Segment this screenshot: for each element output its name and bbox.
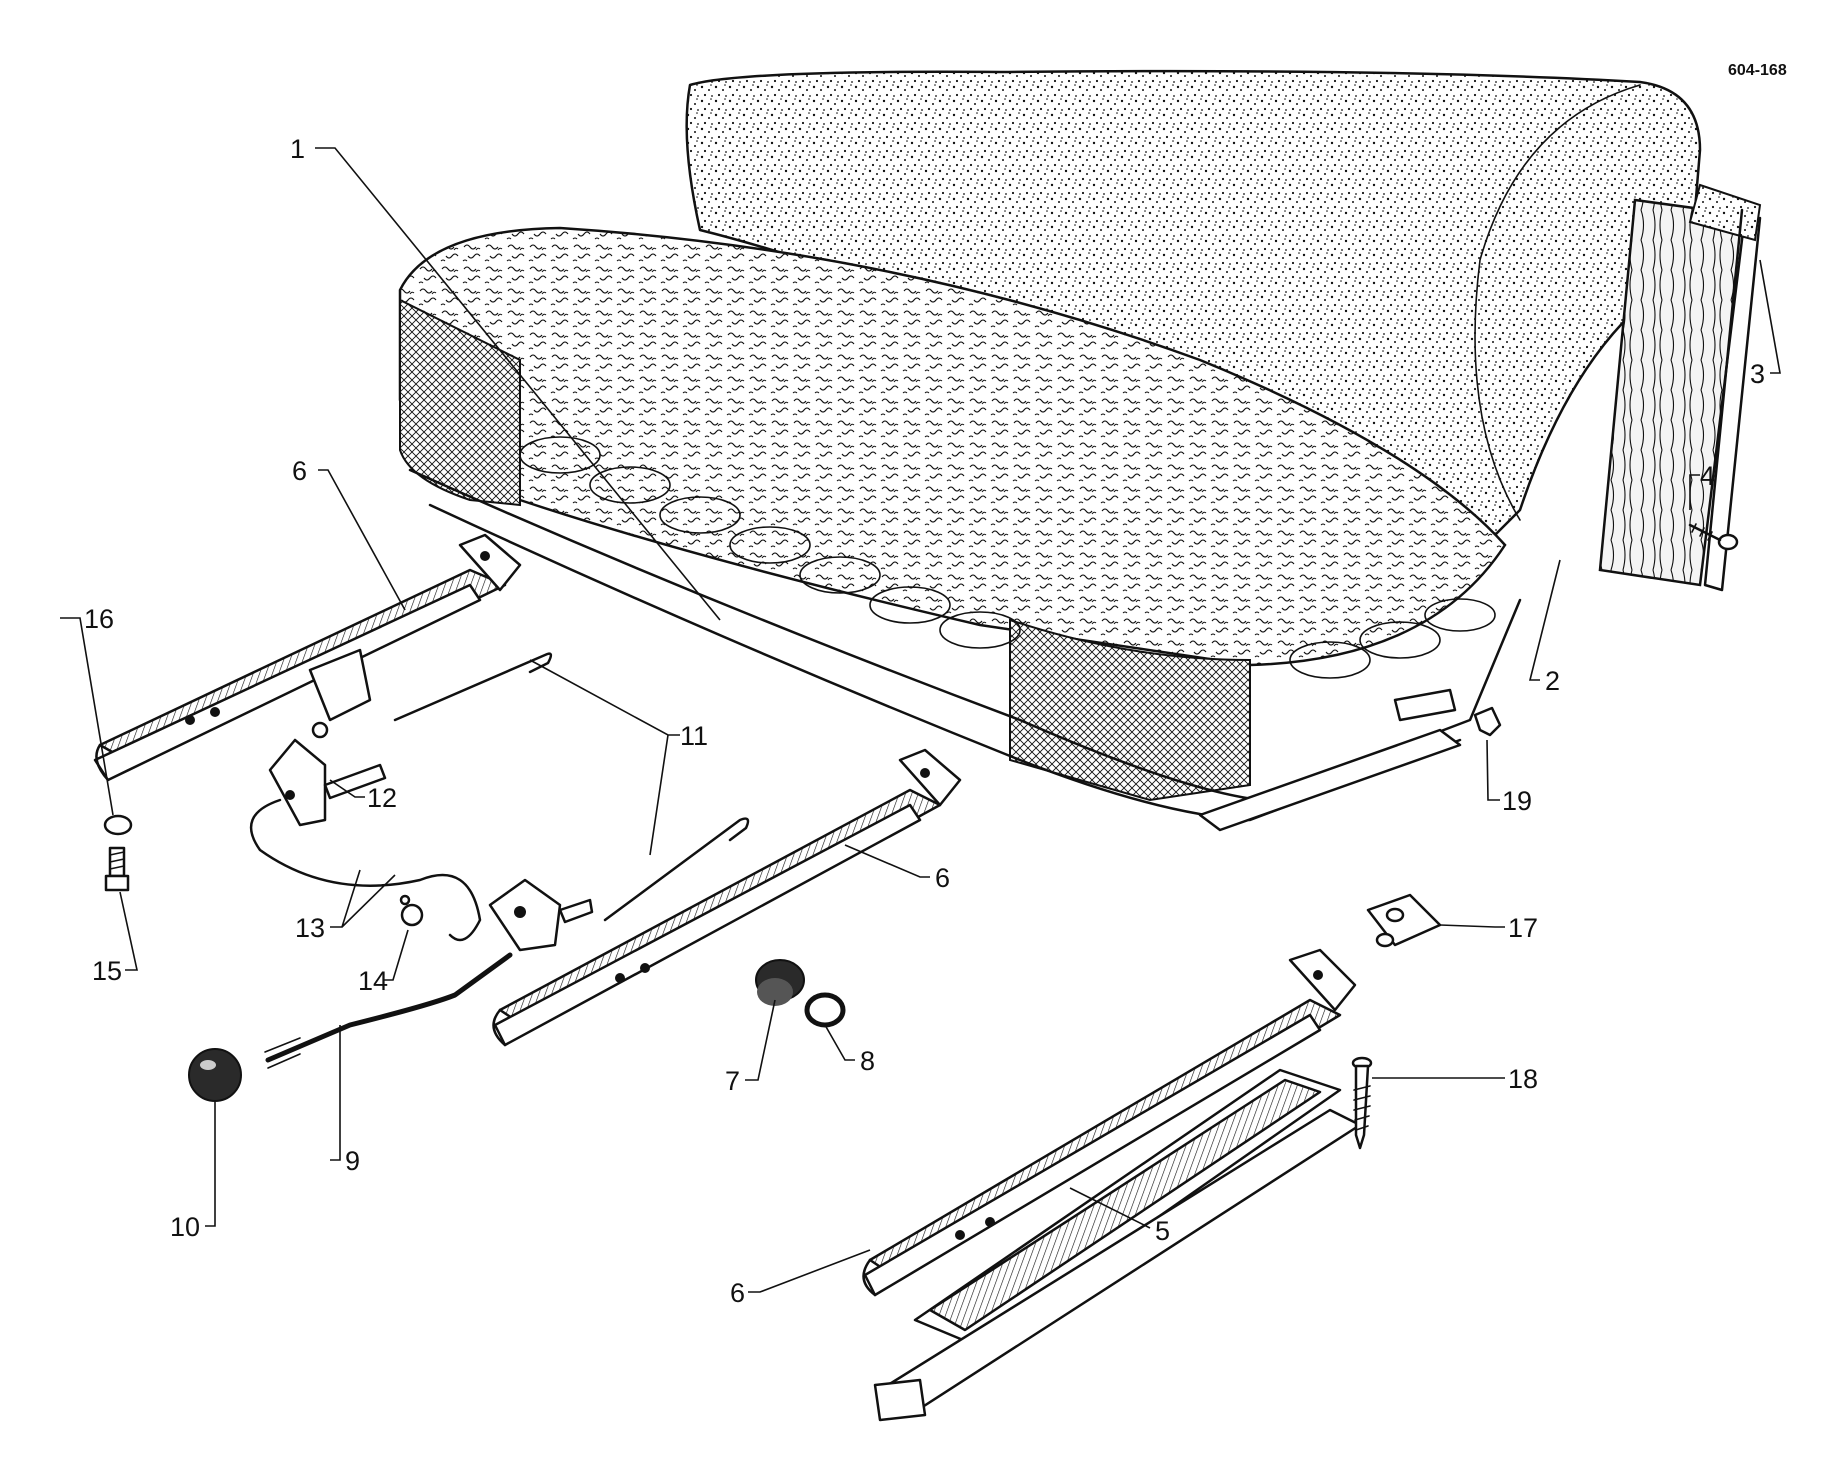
- sealing-ring: [804, 992, 846, 1028]
- callout-6-left: 6: [292, 456, 307, 486]
- lever-bracket: [268, 738, 387, 827]
- callout-1: 1: [290, 134, 305, 164]
- washer: [103, 814, 133, 836]
- callout-4: 4: [1700, 461, 1715, 491]
- board-clip: [1703, 208, 1762, 592]
- callout-18: 18: [1508, 1064, 1538, 1094]
- wood-screw: [1351, 1056, 1373, 1150]
- seat-cushion-corner: [1009, 618, 1251, 802]
- callout-8: 8: [860, 1046, 875, 1076]
- spring-clip: [1473, 706, 1502, 737]
- slide-rail-middle: [492, 748, 962, 1047]
- release-lever-rod: [265, 952, 513, 1063]
- rear-seat-assembly: [398, 69, 1762, 832]
- callout-3: 3: [1750, 359, 1765, 389]
- release-rod-lower: [603, 817, 750, 922]
- seat-spring-frame: [408, 468, 1522, 802]
- callout-7: 7: [725, 1066, 740, 1096]
- seat-cushion-front: [399, 298, 521, 507]
- callout-16: 16: [84, 604, 114, 634]
- cable-clip: [399, 894, 424, 927]
- slide-rail-lower: [862, 948, 1357, 1297]
- callout-15: 15: [92, 956, 122, 986]
- callout-12: 12: [367, 783, 397, 813]
- callout-6-lower: 6: [730, 1278, 745, 1308]
- screw-short: [104, 846, 130, 892]
- callout-10: 10: [170, 1212, 200, 1242]
- release-rod-upper: [393, 652, 553, 722]
- seat-springs: [519, 436, 1496, 679]
- seat-base-runner: [1198, 728, 1462, 832]
- mounting-bracket: [1366, 893, 1442, 948]
- callout-5: 5: [1155, 1216, 1170, 1246]
- side-board-cap: [1688, 183, 1762, 242]
- callout-19: 19: [1502, 786, 1532, 816]
- leader-lines: [60, 147, 1781, 1293]
- callout-2: 2: [1545, 666, 1560, 696]
- release-lever: [488, 878, 594, 952]
- callout-11: 11: [680, 721, 708, 751]
- callout-13: 13: [295, 913, 325, 943]
- release-cable: [249, 798, 482, 942]
- callout-6-middle: 6: [935, 863, 950, 893]
- drawing-code: 604-168: [1728, 62, 1787, 79]
- board-screw: [1688, 523, 1739, 551]
- guide-rail: [873, 1068, 1362, 1422]
- seat-cushion: [398, 226, 1507, 667]
- slide-rail-left: [93, 533, 522, 782]
- bushing: [755, 959, 805, 1006]
- callout-9: 9: [345, 1146, 360, 1176]
- callout-labels: 1 2 3 4 5 6 6 6 7 8 9 10 11 12 13 14 15 …: [84, 134, 1765, 1308]
- callout-14: 14: [358, 966, 388, 996]
- callout-17: 17: [1508, 913, 1538, 943]
- release-knob: [188, 1048, 242, 1102]
